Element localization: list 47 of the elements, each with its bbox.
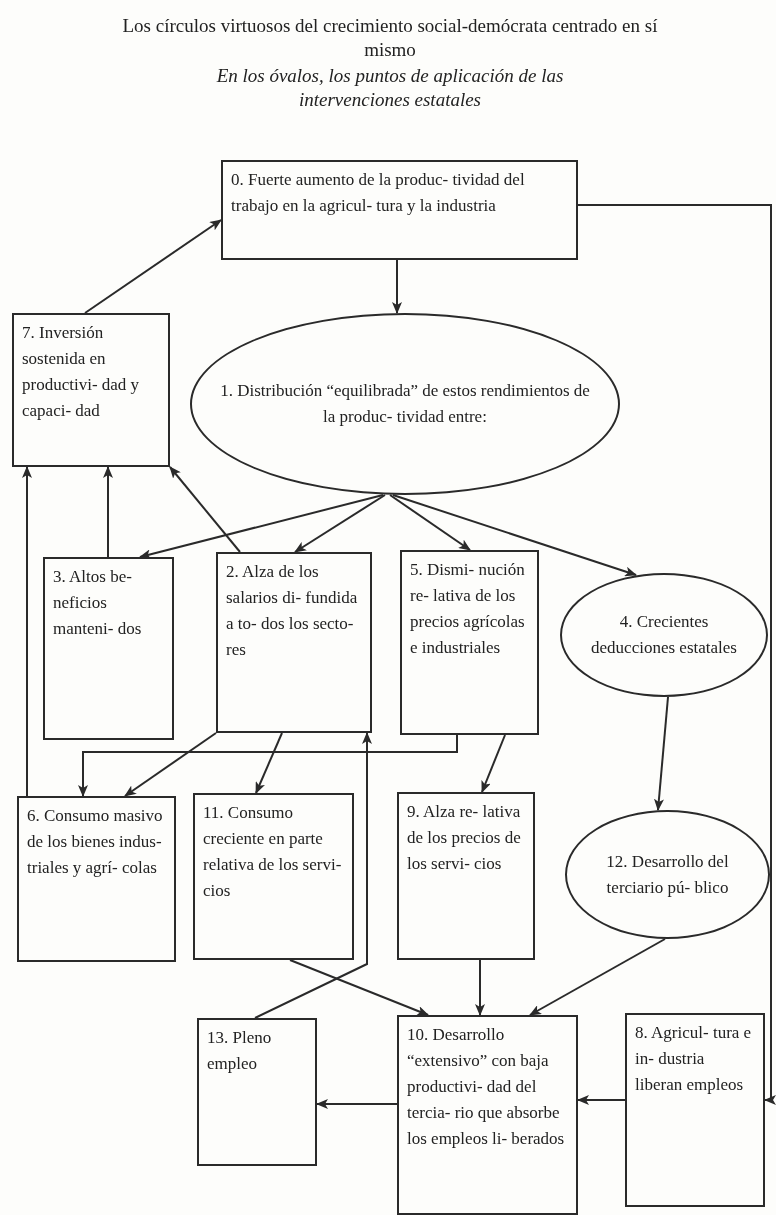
subtitle: En los óvalos, los puntos de aplicación de las intervenciones estatales xyxy=(215,64,565,112)
arrow xyxy=(22,466,32,797)
node-text: 1. Distribución “equilibrada” de estos rendimientos de la produc- tividad entre: xyxy=(219,380,591,428)
arrow xyxy=(475,959,485,1016)
process-box xyxy=(193,793,354,960)
arrow xyxy=(529,938,666,1016)
arrow xyxy=(254,732,372,1019)
node-text: 11. Consumo creciente en parte relativa de los servi- cios xyxy=(203,802,343,902)
arrow xyxy=(103,466,113,558)
process-box xyxy=(397,1015,578,1215)
node-text: 10. Desarrollo “extensivo” con baja productivi- dad del tercia- rio que absorbe los empleos li- berados xyxy=(407,1024,566,1150)
node-text: 5. Dismi- nución re- lativa de los precios agrícolas e industriales xyxy=(410,559,526,659)
node-text: 9. Alza re- lativa de los precios de los servi- cios xyxy=(407,801,522,875)
node-text: 4. Crecientes deducciones estatales xyxy=(590,611,738,659)
arrow xyxy=(84,219,222,314)
diagram-title: Los círculos virtuosos del crecimiento social-demócrata centrado en sí mismo xyxy=(121,14,659,62)
arrow xyxy=(577,1095,626,1105)
process-box xyxy=(221,160,578,260)
arrow xyxy=(577,204,776,1105)
arrow xyxy=(654,696,669,811)
node-text: 2. Alza de los salarios di- fundida a to- dos los secto- res xyxy=(226,561,359,661)
process-box xyxy=(197,1018,317,1166)
arrow xyxy=(255,732,283,794)
arrow xyxy=(316,1099,398,1109)
arrow xyxy=(78,734,458,797)
arrow xyxy=(289,959,429,1016)
node-text: 8. Agricul- tura e in- dustria liberan empleos xyxy=(635,1022,753,1096)
arrow xyxy=(389,494,471,551)
process-box xyxy=(397,792,535,960)
process-box xyxy=(216,552,372,733)
arrow xyxy=(392,259,402,314)
process-box xyxy=(12,313,170,467)
process-box xyxy=(400,550,539,735)
node-text: 13. Pleno empleo xyxy=(207,1027,273,1075)
process-box xyxy=(625,1013,765,1207)
node-text: 0. Fuerte aumento de la produc- tividad del trabajo en la agricul- tura y la industria xyxy=(231,169,526,217)
process-box xyxy=(17,796,176,962)
node-text: 6. Consumo masivo de los bienes indus- triales y agrí- colas xyxy=(27,805,164,879)
node-text: 3. Altos be- neficios manteni- dos xyxy=(53,566,143,640)
arrow xyxy=(481,734,506,793)
arrow xyxy=(139,494,384,560)
arrow xyxy=(169,466,241,553)
node-text: 7. Inversión sostenida en productivi- dad y capaci- dad xyxy=(22,322,141,422)
arrow xyxy=(124,732,217,797)
arrow xyxy=(294,494,386,553)
node-text: 12. Desarrollo del terciario pú- blico xyxy=(605,850,730,899)
process-box xyxy=(43,557,174,740)
